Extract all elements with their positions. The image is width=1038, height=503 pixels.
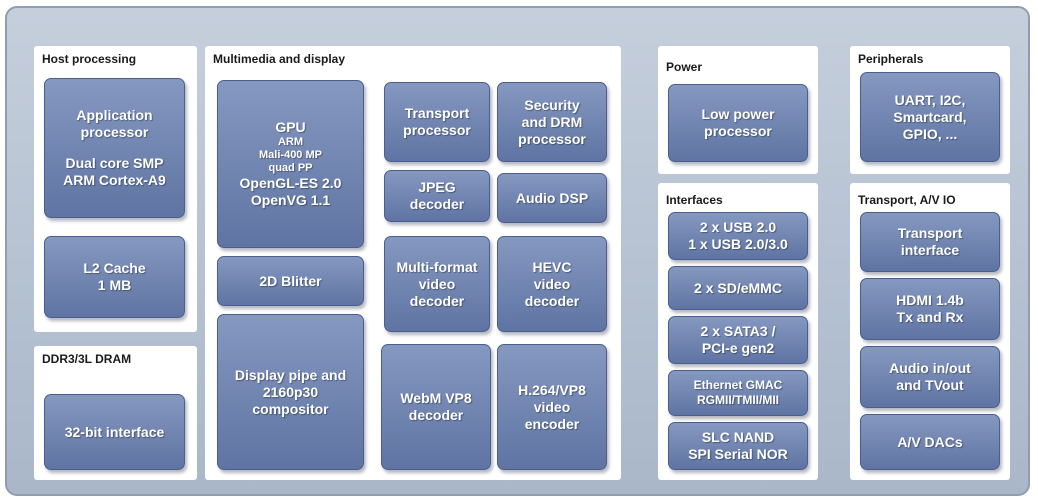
label: ARM	[277, 136, 304, 148]
label: L2 Cache	[83, 260, 146, 276]
label: quad PP	[268, 162, 313, 174]
l2-cache-block: L2 Cache 1 MB	[44, 236, 185, 318]
usb-block: 2 x USB 2.0 1 x USB 2.0/3.0	[668, 212, 808, 260]
label: processor	[704, 123, 772, 139]
label: Dual core SMP	[65, 155, 164, 171]
low-power-processor-block: Low power processor	[668, 84, 808, 162]
sd-emmc-block: 2 x SD/eMMC	[668, 266, 808, 310]
panel-title-host: Host processing	[42, 52, 137, 66]
label: Audio in/out	[889, 360, 971, 376]
label: GPIO, ...	[902, 125, 958, 142]
label: Ethernet GMAC	[693, 378, 783, 392]
label: Low power	[701, 106, 775, 122]
jpeg-decoder-block: JPEG decoder	[384, 170, 490, 222]
label: RGMII/TMII/MII	[697, 393, 779, 407]
panel-title-dram: DDR3/3L DRAM	[42, 352, 132, 366]
label: HEVC	[532, 258, 572, 275]
label: 2160p30	[262, 383, 319, 400]
label: processor	[80, 124, 149, 140]
label: ARM Cortex-A9	[63, 172, 166, 188]
label: Audio DSP	[515, 189, 589, 206]
security-drm-block: Security and DRM processor	[497, 82, 607, 162]
multiformat-video-decoder-block: Multi-format video decoder	[384, 236, 490, 332]
label: Display pipe and	[234, 366, 347, 383]
label: GPU	[275, 119, 306, 135]
label: and DRM	[521, 113, 583, 130]
label: decoder	[409, 196, 465, 212]
label: JPEG	[418, 179, 456, 195]
panel-title-power: Power	[666, 60, 703, 74]
label: video	[418, 275, 456, 292]
transport-interface-block: Transport interface	[860, 212, 1000, 272]
audio-dsp-block: Audio DSP	[497, 173, 607, 223]
h264-vp8-encoder-block: H.264/VP8 video encoder	[497, 344, 607, 470]
label: decoder	[408, 407, 464, 423]
2d-blitter-block: 2D Blitter	[217, 256, 364, 306]
label: SLC NAND	[701, 429, 775, 445]
panel-title-transport: Transport, A/V IO	[858, 193, 956, 207]
label: Tx and Rx	[896, 309, 964, 325]
label: SPI Serial NOR	[688, 446, 788, 462]
label: 32-bit interface	[64, 423, 165, 440]
panel-title-interfaces: Interfaces	[666, 193, 723, 207]
label: 2D Blitter	[259, 272, 322, 289]
dram-interface-block: 32-bit interface	[44, 394, 185, 470]
application-processor-block: Application processor Dual core SMP ARM …	[44, 78, 185, 218]
label: OpenVG 1.1	[250, 192, 331, 208]
label: WebM VP8	[400, 390, 472, 406]
label: interface	[900, 242, 960, 258]
hdmi-block: HDMI 1.4b Tx and Rx	[860, 278, 1000, 340]
label: processor	[518, 130, 586, 147]
label: Security	[524, 96, 580, 113]
label: OpenGL-ES 2.0	[239, 175, 342, 191]
label: video	[533, 398, 571, 415]
label: 1 x USB 2.0/3.0	[688, 236, 788, 252]
label: decoder	[524, 292, 580, 309]
label: UART, I2C,	[894, 91, 966, 108]
label: Application	[76, 107, 153, 123]
webm-vp8-decoder-block: WebM VP8 decoder	[381, 344, 491, 470]
label: processor	[403, 122, 471, 138]
sata-pcie-block: 2 x SATA3 / PCI-e gen2	[668, 316, 808, 364]
ethernet-gmac-block: Ethernet GMAC RGMII/TMII/MII	[668, 370, 808, 416]
label: 2 x USB 2.0	[699, 219, 777, 235]
label: Transport	[404, 105, 470, 121]
label: Transport	[897, 225, 963, 241]
label: HDMI 1.4b	[896, 292, 964, 308]
hevc-video-decoder-block: HEVC video decoder	[497, 236, 607, 332]
label: 1 MB	[97, 277, 132, 293]
label: Mali-400 MP	[259, 149, 322, 161]
uart-i2c-gpio-block: UART, I2C, Smartcard, GPIO, ...	[860, 72, 1000, 162]
gpu-block: GPU ARM Mali-400 MP quad PP OpenGL-ES 2.…	[217, 80, 364, 248]
transport-processor-block: Transport processor	[384, 82, 490, 162]
label: encoder	[524, 415, 580, 432]
label: Multi-format	[396, 258, 478, 275]
label: 2 x SATA3 /	[700, 323, 776, 339]
av-dacs-block: A/V DACs	[860, 414, 1000, 470]
label: PCI-e gen2	[701, 340, 775, 356]
panel-title-multimedia: Multimedia and display	[213, 52, 346, 66]
nand-nor-block: SLC NAND SPI Serial NOR	[668, 422, 808, 470]
label: and TVout	[896, 377, 964, 393]
audio-tvout-block: Audio in/out and TVout	[860, 346, 1000, 408]
panel-title-peripherals: Peripherals	[858, 52, 924, 66]
label: Smartcard,	[893, 108, 967, 125]
label: H.264/VP8	[518, 381, 586, 398]
label: video	[533, 275, 571, 292]
label: 2 x SD/eMMC	[694, 279, 782, 296]
label: decoder	[409, 292, 465, 309]
label: A/V DACs	[897, 433, 963, 450]
label: compositor	[252, 400, 329, 417]
display-pipe-block: Display pipe and 2160p30 compositor	[217, 314, 364, 470]
